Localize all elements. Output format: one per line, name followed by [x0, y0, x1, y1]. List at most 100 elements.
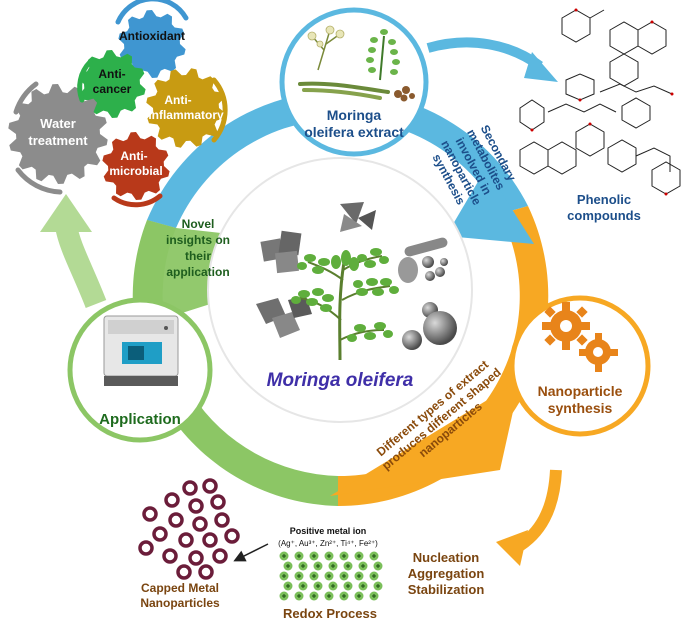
metal-ion [358, 561, 368, 571]
nanoparticle-spheres [402, 302, 457, 350]
gear-arc-anticancer [77, 59, 93, 103]
metal-ion [294, 551, 304, 561]
metal-ion [324, 591, 334, 601]
moringa-flowers-icon [307, 25, 345, 71]
capped-nanoparticle [178, 532, 194, 548]
arrow-application-to-gears [55, 223, 107, 308]
insights-line1: Novel [182, 217, 215, 231]
metal-ion [279, 551, 289, 561]
capped-nanoparticle [214, 512, 230, 528]
gear-water-treatment [8, 84, 108, 184]
center-panel: Moringa oleifera [207, 157, 473, 423]
bioactivity-gears [8, 0, 228, 208]
gear-label-antimicrobial-2: microbial [109, 164, 162, 178]
metal-ion [339, 571, 349, 581]
capped-nanoparticle [210, 494, 226, 510]
capped-nanoparticle [198, 564, 214, 580]
phenolic-structures [519, 9, 681, 195]
synthesis-line1: Nanoparticle [538, 383, 623, 399]
metal-ion [309, 571, 319, 581]
process-line1: Nucleation [413, 550, 480, 565]
metal-ion-grid [279, 551, 383, 601]
metal-ion [358, 581, 368, 591]
metal-ion-list: (Ag⁺, Au³⁺, Zn²⁺, Ti⁴⁺, Fe²⁺) [278, 539, 378, 548]
gear-label-water-2: treatment [28, 133, 88, 148]
capped-nanoparticle [212, 548, 228, 564]
metal-ion [369, 591, 379, 601]
capped-nanoparticle [176, 564, 192, 580]
gear-label-antiinflammatory-2: inflammatory [148, 108, 224, 122]
capped-nanoparticle [202, 532, 218, 548]
metal-ion [369, 551, 379, 561]
insights-line4: application [166, 265, 229, 279]
metal-ion [324, 571, 334, 581]
metal-ion [298, 561, 308, 571]
arrow-extract-to-phenolic [426, 37, 543, 71]
insights-line3: their [185, 249, 211, 263]
arrow-application-to-gears-head [40, 194, 92, 232]
gears-icon [542, 302, 618, 372]
analyzer-instrument-icon [103, 315, 179, 386]
redox-label: Redox Process [283, 606, 377, 621]
gear-antioxidant [118, 10, 186, 78]
gear-label-antioxidant: Antioxidant [119, 29, 185, 43]
metal-ion [328, 561, 338, 571]
gear-label-anticancer-2: cancer [93, 82, 132, 96]
capped-nanoparticle [168, 512, 184, 528]
arrow-extract-to-phenolic-head [524, 52, 558, 82]
metal-ion [313, 581, 323, 591]
ring-segment-blue [147, 91, 528, 228]
metal-ion [369, 571, 379, 581]
metal-ion [294, 571, 304, 581]
gear-antimicrobial [102, 132, 170, 200]
metal-ion [283, 561, 293, 571]
metal-ion [343, 581, 353, 591]
extract-title-line1: Moringa [327, 107, 382, 123]
moringa-leaves-icon [366, 29, 400, 81]
metal-ion [279, 571, 289, 581]
capped-line1: Capped Metal [141, 581, 219, 595]
metal-ion [339, 551, 349, 561]
capped-nanoparticle [142, 506, 158, 522]
metal-ion [343, 561, 353, 571]
moringa-pods-icon [298, 81, 390, 100]
phenolic-label-line1: Phenolic [577, 192, 631, 207]
insights-line2: insights on [166, 233, 230, 247]
gear-label-water-1: Water [40, 116, 76, 131]
metal-ion [283, 581, 293, 591]
capped-nanoparticle [188, 498, 204, 514]
phenolic-label-line2: compounds [567, 208, 641, 223]
metal-ion [354, 591, 364, 601]
gear-arc-antimicrobial [111, 193, 163, 208]
gear-arc-water-1 [13, 81, 39, 115]
moringa-plant-icon [291, 248, 399, 361]
process-line3: Stabilization [408, 582, 485, 597]
phenolic-atom-labels [530, 8, 674, 196]
ring-arrow-orange [330, 380, 520, 496]
metal-ion-title: Positive metal ion [290, 526, 367, 536]
arrow-redox-to-capped [233, 543, 269, 562]
capped-nanoparticle [138, 540, 154, 556]
metal-ion [339, 591, 349, 601]
nanoparticle-pyramids [340, 202, 376, 232]
gear-label-antimicrobial-1: Anti- [120, 149, 147, 163]
moringa-seeds-icon [394, 86, 415, 102]
gear-arc-antiinflammatory [211, 77, 228, 143]
metal-ion [373, 581, 383, 591]
capped-nanoparticle [164, 492, 180, 508]
capped-nanoparticle [192, 516, 208, 532]
metal-ion [324, 551, 334, 561]
metal-ion [328, 581, 338, 591]
metal-ion [373, 561, 383, 571]
metal-ion [298, 581, 308, 591]
capped-line2: Nanoparticles [140, 596, 220, 610]
gear-antiinflammatory [146, 68, 226, 148]
gear-label-anticancer-1: Anti- [98, 67, 125, 81]
metal-ion [279, 591, 289, 601]
capped-nanoparticle [188, 550, 204, 566]
metal-ion [309, 591, 319, 601]
ring-arrow-blue [446, 168, 534, 244]
nanoparticle-polyhedra [256, 296, 312, 338]
arrow-synthesis-to-nucleation-head [496, 530, 528, 566]
